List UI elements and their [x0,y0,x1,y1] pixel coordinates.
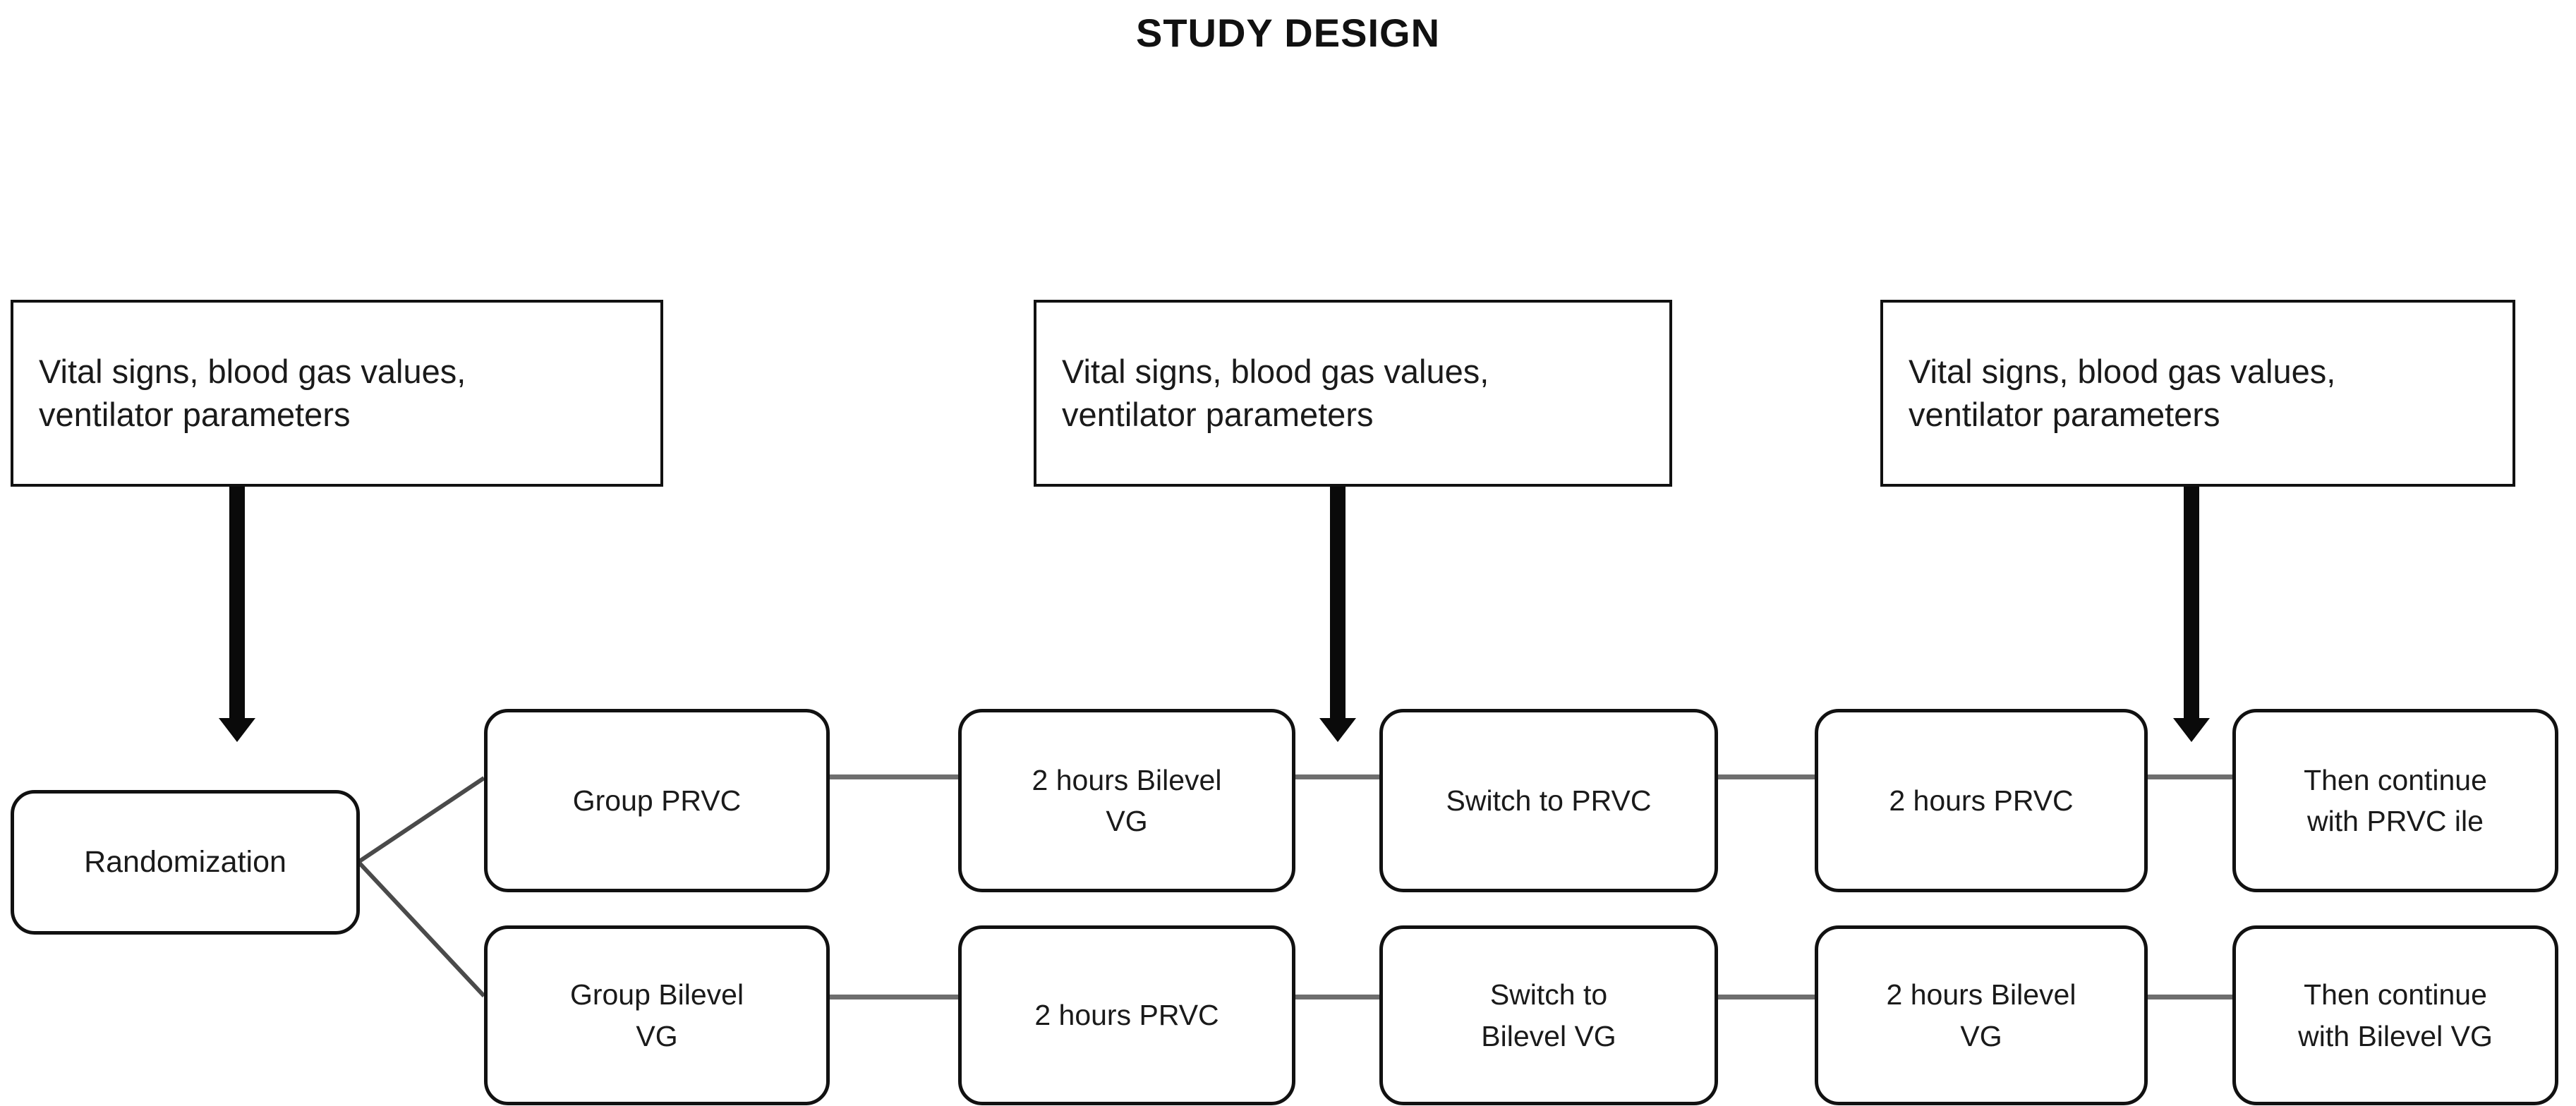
connector-prvc-2-3 [1293,774,1381,779]
node-prvc-step2[interactable]: 2 hours Bilevel VG [958,709,1295,892]
node-prvc-step5-label: Then continue with PRVC ile [2304,763,2487,837]
node-prvc-step2-label: 2 hours Bilevel VG [1032,763,1222,837]
arrow-measure2-to-switch-shaft [1330,487,1346,719]
node-bilevel-group-label: Group Bilevel VG [569,978,744,1052]
connector-bilevel-2-3 [1293,995,1381,999]
measurement-box-1: Vital signs, blood gas values, ventilato… [11,300,663,487]
arrow-measure1-to-randomization-head [219,718,255,742]
node-bilevel-step5[interactable]: Then continue with Bilevel VG [2232,925,2558,1105]
node-prvc-group-label: Group PRVC [572,784,742,817]
node-bilevel-step4[interactable]: 2 hours Bilevel VG [1815,925,2148,1105]
measurement-box-2-text: Vital signs, blood gas values, ventilato… [1062,353,1489,433]
node-prvc-step5[interactable]: Then continue with PRVC ile [2232,709,2558,892]
node-randomization[interactable]: Randomization [11,790,360,935]
node-prvc-group[interactable]: Group PRVC [484,709,830,892]
arrow-measure1-to-randomization-shaft [229,487,245,719]
node-bilevel-step5-label: Then continue with Bilevel VG [2298,978,2493,1052]
branch-line-to-bilevel-arm [356,860,486,998]
node-prvc-step3-label: Switch to PRVC [1446,784,1652,817]
node-bilevel-group[interactable]: Group Bilevel VG [484,925,830,1105]
connector-prvc-4-5 [2146,774,2235,779]
connector-bilevel-1-2 [826,995,960,999]
node-bilevel-step3[interactable]: Switch to Bilevel VG [1379,925,1718,1105]
measurement-box-1-text: Vital signs, blood gas values, ventilato… [39,353,466,433]
arrow-measure2-to-switch-head [1319,718,1356,742]
connector-bilevel-3-4 [1716,995,1817,999]
node-prvc-step4[interactable]: 2 hours PRVC [1815,709,2148,892]
node-bilevel-step4-label: 2 hours Bilevel VG [1886,978,2076,1052]
arrow-measure3-to-continue-head [2173,718,2210,742]
measurement-box-3-text: Vital signs, blood gas values, ventilato… [1909,353,2336,433]
node-bilevel-step2[interactable]: 2 hours PRVC [958,925,1295,1105]
node-bilevel-step3-label: Switch to Bilevel VG [1481,978,1616,1052]
measurement-box-3: Vital signs, blood gas values, ventilato… [1880,300,2515,487]
arrow-measure3-to-continue-shaft [2184,487,2199,719]
measurement-box-2: Vital signs, blood gas values, ventilato… [1034,300,1672,487]
connector-bilevel-4-5 [2146,995,2235,999]
node-bilevel-step2-label: 2 hours PRVC [1034,999,1219,1032]
connector-prvc-1-2 [826,774,960,779]
node-randomization-label: Randomization [84,844,286,879]
node-prvc-step4-label: 2 hours PRVC [1889,784,2074,817]
page-title: STUDY DESIGN [1135,11,1441,55]
node-prvc-step3[interactable]: Switch to PRVC [1379,709,1718,892]
branch-line-to-prvc-arm [357,776,485,864]
connector-prvc-3-4 [1716,774,1817,779]
